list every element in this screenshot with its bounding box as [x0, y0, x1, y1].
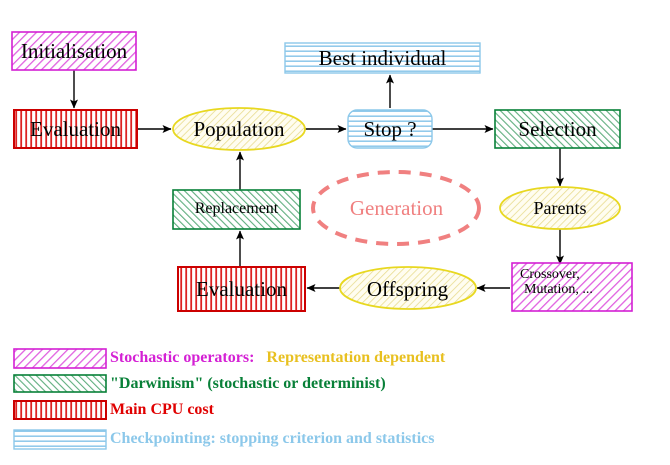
legend-swatch-canvas — [13, 348, 107, 450]
node-parents — [499, 186, 621, 230]
legend-item-stochastic-operators: Stochastic operators: Representation dep… — [0, 345, 670, 371]
legend-segment-representation-dependent: Representation dependent — [266, 349, 446, 366]
node-best-individual — [284, 42, 481, 74]
legend-item-darwinism: "Darwinism" (stochastic or determinist) — [0, 371, 670, 397]
legend-text-main-cpu-cost: Main CPU cost — [110, 401, 214, 418]
edge-group — [70, 70, 564, 292]
legend-item-main-cpu-cost: Main CPU cost — [0, 397, 670, 423]
node-selection — [494, 109, 621, 149]
legend-text-darwinism: "Darwinism" (stochastic or determinist) — [110, 375, 386, 392]
node-population — [172, 107, 306, 151]
legend-item-checkpointing: Checkpointing: stopping criterion and st… — [0, 426, 670, 452]
legend-text-stochastic: Stochastic operators: Representation dep… — [110, 345, 445, 371]
node-stop — [347, 109, 433, 149]
legend-swatch-diagonal-magenta — [13, 348, 107, 369]
node-evaluation-top — [13, 109, 138, 149]
node-replacement — [172, 189, 301, 230]
node-generation — [311, 170, 481, 246]
legend: Stochastic operators: Representation dep… — [0, 340, 670, 465]
legend-swatch-horizontal-blue — [13, 429, 107, 450]
node-initialisation — [11, 31, 137, 71]
node-offspring — [339, 266, 477, 310]
node-crossover-mutation — [511, 262, 633, 312]
legend-text-checkpointing: Checkpointing: stopping criterion and st… — [110, 430, 435, 447]
legend-swatch-diagonal-green — [13, 374, 107, 393]
legend-swatch-vertical-red — [13, 400, 107, 420]
node-evaluation-bottom — [177, 266, 306, 312]
legend-segment-stochastic-operators: Stochastic operators: — [110, 349, 255, 366]
